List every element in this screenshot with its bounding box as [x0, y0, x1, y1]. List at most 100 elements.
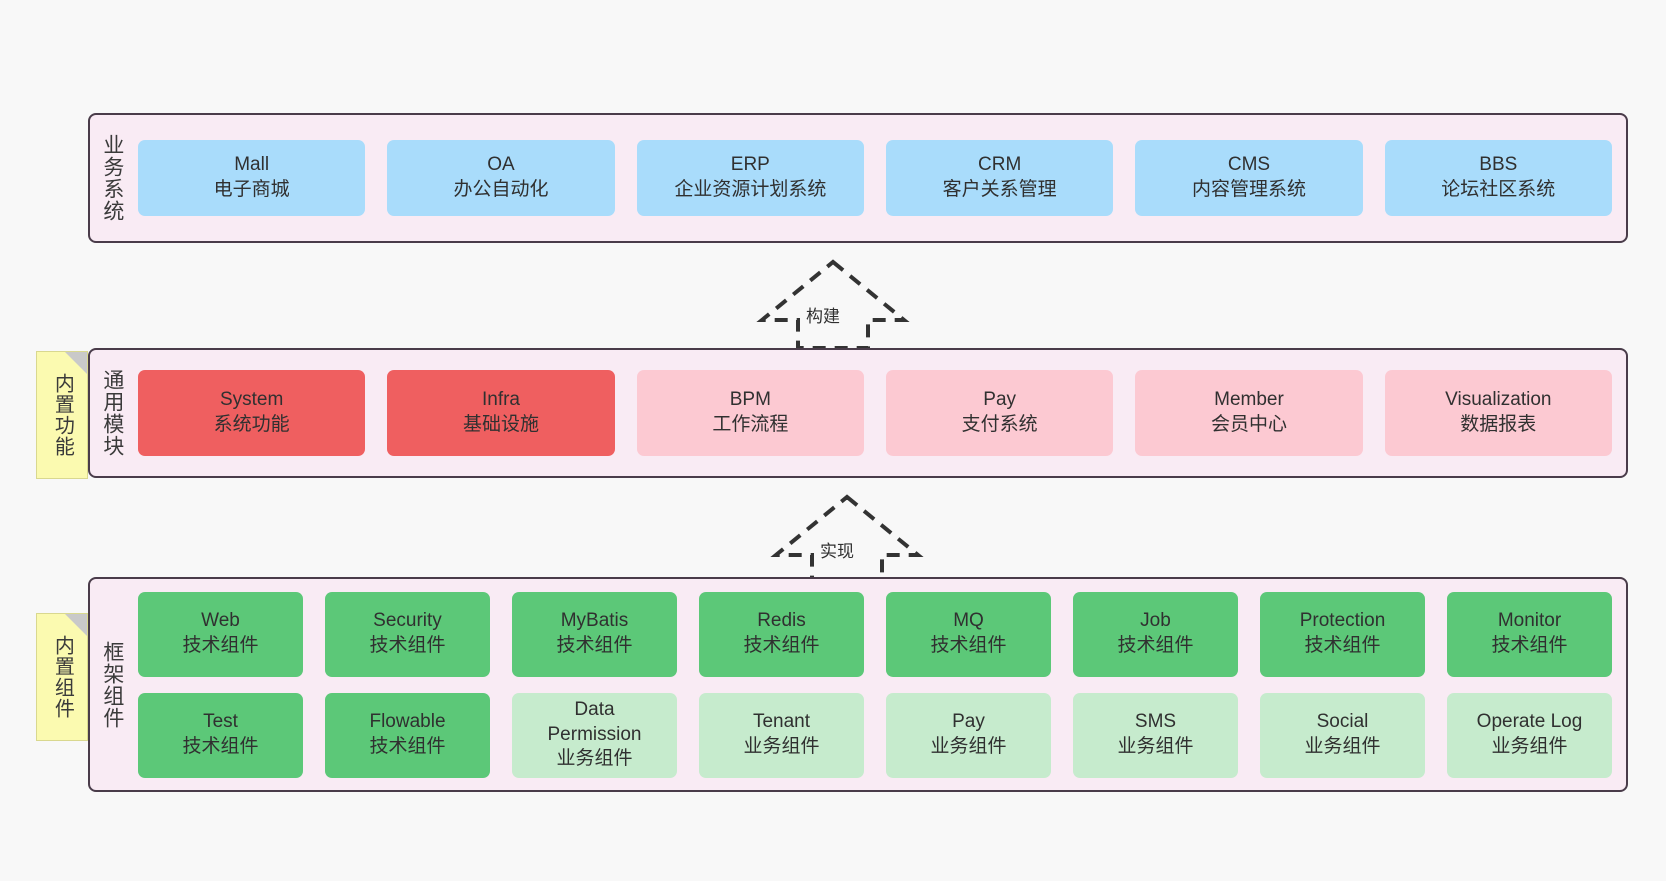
card-title: Pay — [983, 389, 1017, 411]
layer-title-common: 通用模块 — [100, 369, 124, 457]
card-subtitle: 业务组件 — [743, 736, 820, 757]
card-data-permission[interactable]: Data Permission 业务组件 — [512, 692, 677, 778]
card-subtitle: 技术组件 — [369, 736, 446, 757]
layer-body-framework: Web 技术组件 Security 技术组件 MyBatis 技术组件 Redi… — [134, 579, 1626, 790]
card-pay-component[interactable]: Pay 业务组件 — [886, 692, 1051, 778]
card-title: Monitor — [1497, 610, 1562, 632]
card-protection[interactable]: Protection 技术组件 — [1260, 591, 1425, 677]
card-crm[interactable]: CRM 客户关系管理 — [885, 140, 1114, 216]
card-erp[interactable]: ERP 企业资源计划系统 — [636, 140, 864, 216]
card-title: System — [219, 389, 284, 411]
layer-title-business: 业务系统 — [100, 134, 124, 222]
card-sms[interactable]: SMS 业务组件 — [1073, 692, 1238, 778]
card-mybatis[interactable]: MyBatis 技术组件 — [512, 591, 677, 677]
card-title: SMS — [1134, 711, 1177, 733]
card-row: Web 技术组件 Security 技术组件 MyBatis 技术组件 Redi… — [138, 591, 1612, 677]
card-title-cont: Permission — [547, 723, 642, 745]
card-title: Web — [201, 610, 240, 632]
note-builtin-components: 内置组件 — [36, 613, 88, 741]
card-title: Protection — [1299, 610, 1386, 632]
note-text: 内置功能 — [51, 373, 74, 457]
card-title: Operate Log — [1476, 711, 1583, 733]
card-subtitle: 业务组件 — [1304, 736, 1381, 757]
note-builtin-features: 内置功能 — [36, 351, 88, 479]
card-subtitle: 内容管理系统 — [1191, 179, 1306, 200]
card-title: MQ — [953, 610, 984, 632]
card-pay[interactable]: Pay 支付系统 — [885, 370, 1114, 456]
layer-body-common: System 系统功能 Infra 基础设施 BPM 工作流程 Pay 支付系统… — [134, 350, 1626, 476]
card-title: Pay — [952, 711, 985, 733]
card-title: Tenant — [752, 711, 811, 733]
card-row: Test 技术组件 Flowable 技术组件 Data Permission … — [138, 692, 1612, 778]
card-job[interactable]: Job 技术组件 — [1073, 591, 1238, 677]
card-title: Visualization — [1445, 389, 1552, 411]
card-subtitle: 技术组件 — [930, 635, 1007, 656]
card-subtitle: 数据报表 — [1460, 414, 1537, 435]
card-title: Security — [373, 610, 442, 632]
card-subtitle: 论坛社区系统 — [1441, 179, 1556, 200]
card-subtitle: 电子商城 — [213, 179, 290, 200]
card-title: CMS — [1227, 154, 1271, 176]
card-subtitle: 技术组件 — [1491, 635, 1568, 656]
layer-body-business: Mall 电子商城 OA 办公自动化 ERP 企业资源计划系统 CRM 客户关系… — [134, 115, 1626, 241]
card-subtitle: 技术组件 — [743, 635, 820, 656]
card-redis[interactable]: Redis 技术组件 — [699, 591, 864, 677]
card-bbs[interactable]: BBS 论坛社区系统 — [1384, 140, 1612, 216]
arrow-implement-label: 实现 — [820, 542, 854, 561]
card-bpm[interactable]: BPM 工作流程 — [636, 370, 864, 456]
card-social[interactable]: Social 业务组件 — [1260, 692, 1425, 778]
card-row: System 系统功能 Infra 基础设施 BPM 工作流程 Pay 支付系统… — [138, 370, 1612, 456]
card-subtitle: 技术组件 — [182, 736, 259, 757]
card-title: BBS — [1479, 154, 1518, 176]
card-test[interactable]: Test 技术组件 — [138, 692, 303, 778]
card-mq[interactable]: MQ 技术组件 — [886, 591, 1051, 677]
card-oa[interactable]: OA 办公自动化 — [387, 140, 615, 216]
card-subtitle: 技术组件 — [1304, 635, 1381, 656]
card-system[interactable]: System 系统功能 — [138, 370, 366, 456]
card-subtitle: 业务组件 — [1117, 736, 1194, 757]
card-title: OA — [487, 154, 515, 176]
card-tenant[interactable]: Tenant 业务组件 — [699, 692, 864, 778]
card-operate-log[interactable]: Operate Log 业务组件 — [1447, 692, 1612, 778]
layer-common-modules: 通用模块 System 系统功能 Infra 基础设施 BPM 工作流程 Pay… — [88, 348, 1628, 478]
card-subtitle: 技术组件 — [369, 635, 446, 656]
arrow-implement: 实现 — [770, 493, 924, 585]
card-subtitle: 会员中心 — [1210, 414, 1287, 435]
card-mall[interactable]: Mall 电子商城 — [138, 140, 366, 216]
arrow-build-label: 构建 — [806, 307, 840, 326]
card-title: Job — [1140, 610, 1171, 632]
card-subtitle: 业务组件 — [556, 748, 633, 770]
card-subtitle: 企业资源计划系统 — [674, 179, 827, 200]
card-visualization[interactable]: Visualization 数据报表 — [1384, 370, 1612, 456]
card-monitor[interactable]: Monitor 技术组件 — [1447, 591, 1612, 677]
layer-business-systems: 业务系统 Mall 电子商城 OA 办公自动化 ERP 企业资源计划系统 CRM… — [88, 113, 1628, 243]
card-infra[interactable]: Infra 基础设施 — [387, 370, 615, 456]
card-title: CRM — [978, 154, 1022, 176]
card-subtitle: 业务组件 — [1491, 736, 1568, 757]
card-title: ERP — [730, 154, 770, 176]
card-flowable[interactable]: Flowable 技术组件 — [325, 692, 490, 778]
card-title: Member — [1214, 389, 1284, 411]
card-title: Data — [574, 698, 615, 720]
card-title: BPM — [729, 389, 771, 411]
card-title: Flowable — [369, 711, 446, 733]
card-subtitle: 技术组件 — [556, 635, 633, 656]
layer-framework-components: 框架组件 Web 技术组件 Security 技术组件 MyBatis 技术组件… — [88, 577, 1628, 792]
card-subtitle: 客户关系管理 — [942, 179, 1057, 200]
note-text: 内置组件 — [51, 635, 74, 719]
card-subtitle: 系统功能 — [213, 414, 290, 435]
card-cms[interactable]: CMS 内容管理系统 — [1135, 140, 1363, 216]
card-member[interactable]: Member 会员中心 — [1135, 370, 1363, 456]
card-subtitle: 基础设施 — [462, 414, 539, 435]
card-title: MyBatis — [560, 610, 629, 632]
card-subtitle: 技术组件 — [182, 635, 259, 656]
arrow-build: 构建 — [756, 258, 910, 350]
card-title: Infra — [481, 389, 520, 411]
layer-title-framework: 框架组件 — [100, 640, 124, 729]
card-web[interactable]: Web 技术组件 — [138, 591, 303, 677]
card-subtitle: 支付系统 — [961, 414, 1038, 435]
card-subtitle: 工作流程 — [712, 414, 789, 435]
card-title: Test — [203, 711, 238, 733]
card-security[interactable]: Security 技术组件 — [325, 591, 490, 677]
